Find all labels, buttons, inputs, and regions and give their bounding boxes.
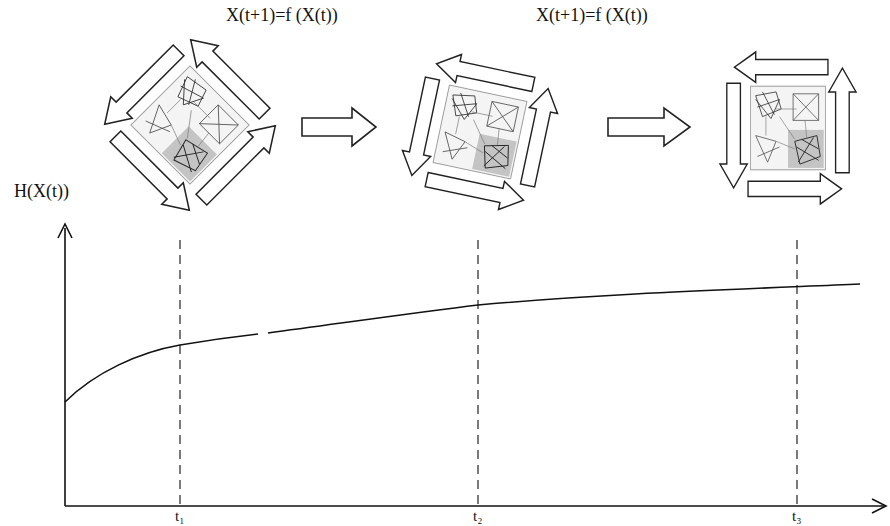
formula-label: X(t+1)=f (X(t)) xyxy=(226,6,338,26)
time-markers xyxy=(180,240,797,504)
transition-arrow xyxy=(302,108,376,146)
transition-arrow xyxy=(608,108,690,146)
entropy-curve xyxy=(65,284,860,402)
tick-label: t₃ xyxy=(792,508,801,525)
tick-label: t₂ xyxy=(473,508,482,525)
system-state-2 xyxy=(395,47,566,218)
axis-label: H(X(t)) xyxy=(14,182,69,202)
axes xyxy=(58,224,886,513)
formula-label: X(t+1)=f (X(t)) xyxy=(536,6,648,26)
system-state-1 xyxy=(83,18,298,233)
tick-label: t₁ xyxy=(175,508,184,525)
system-state-3 xyxy=(720,52,856,204)
